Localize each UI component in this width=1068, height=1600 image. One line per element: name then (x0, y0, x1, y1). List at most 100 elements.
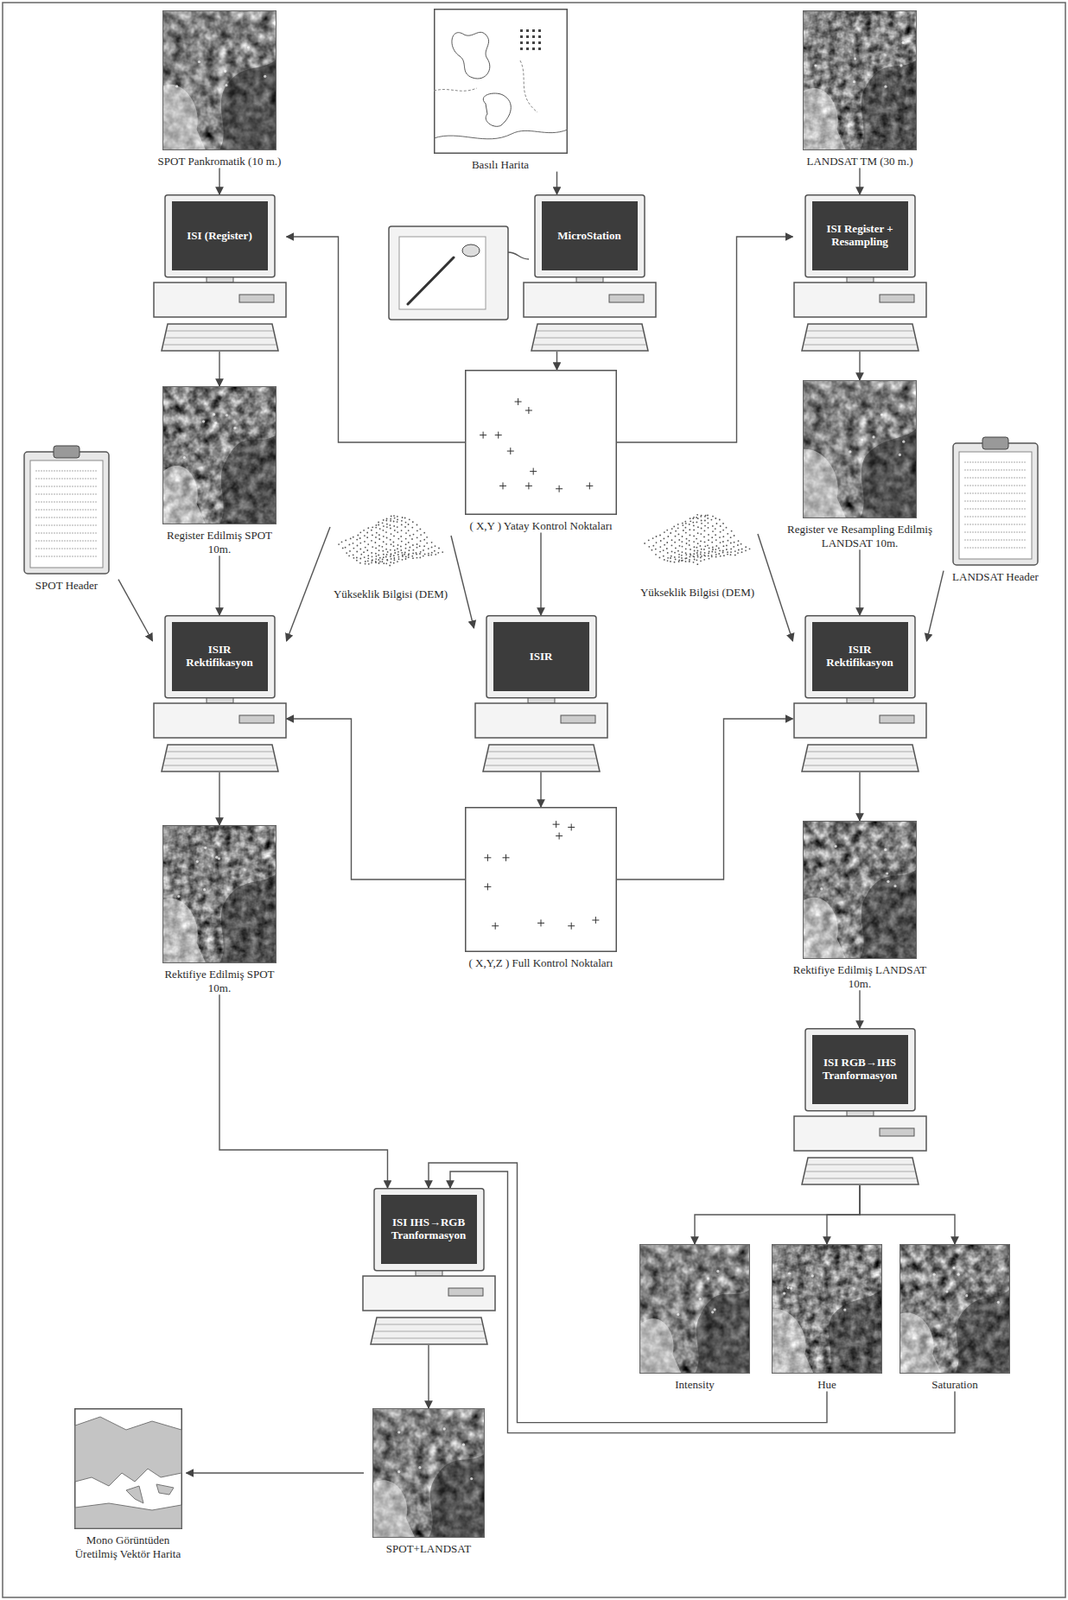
map-dot (532, 47, 535, 51)
elevation-point (367, 557, 369, 560)
elevation-point (400, 529, 403, 532)
map-dot (526, 29, 529, 32)
flow-arrow (616, 718, 794, 880)
elevation-point (377, 559, 380, 561)
monitor (805, 1029, 916, 1112)
image-spot (183, 456, 186, 459)
elevation-point (692, 556, 695, 559)
image-border (163, 387, 277, 525)
sea-area (162, 898, 206, 964)
elevation-point (722, 535, 725, 538)
header-clipboard-picture (952, 436, 1039, 566)
keyboard (531, 324, 649, 351)
elevation-point (704, 555, 706, 558)
elevation-point (677, 527, 680, 529)
image-spot (713, 1308, 717, 1311)
image-texture (771, 1244, 883, 1374)
satellite-image: Hue (766, 1244, 888, 1393)
elevation-point (685, 522, 687, 525)
tablet-cable (508, 252, 529, 260)
image-texture (802, 820, 917, 960)
header-line (964, 485, 1027, 487)
dem-point-cloud: Yükseklik Bilgisi (DEM) (636, 499, 758, 600)
caption: Yükseklik Bilgisi (DEM) (330, 587, 452, 602)
elevation-point (722, 552, 725, 554)
elevation-point (733, 534, 736, 537)
elevation-point (413, 534, 415, 536)
elevation-point (715, 545, 718, 547)
disk-drive (239, 715, 274, 724)
elevation-point (714, 548, 717, 551)
elevation-point (431, 552, 433, 554)
elevation-point (692, 529, 695, 532)
disk-drive (879, 715, 915, 724)
elevation-point (741, 551, 744, 554)
elevation-point (423, 532, 426, 534)
land-area (219, 434, 277, 525)
sea-area (899, 1312, 942, 1374)
elevation-point (688, 544, 691, 547)
image-texture (162, 386, 277, 525)
elevation-point (400, 540, 403, 543)
screen-label: ISI IHS→RGB Tranformasyon (383, 1216, 475, 1243)
elevation-point (696, 559, 699, 561)
elevation-point (712, 548, 714, 551)
elevation-point (681, 559, 684, 562)
elevation-point (389, 555, 392, 558)
caption: Mono Görüntüden Üretilmiş Vektör Harita (69, 1533, 187, 1561)
computer-case (523, 282, 656, 318)
flow-arrow (927, 571, 945, 642)
elevation-point (415, 553, 418, 556)
disk-drive (879, 294, 915, 303)
elevation-point (681, 524, 684, 527)
control-point-mark (525, 406, 533, 414)
elevation-point (719, 555, 722, 558)
elevation-point (378, 562, 381, 565)
elevation-point (375, 532, 378, 534)
image-spot (945, 1290, 948, 1294)
image-spot (202, 419, 205, 423)
control-point-mark (553, 820, 560, 828)
elevation-point (700, 522, 703, 525)
image-spot (997, 1301, 1000, 1304)
caption: Saturation (894, 1378, 1016, 1393)
flow-arrow (694, 1185, 860, 1245)
image-spot (470, 1477, 473, 1481)
elevation-point (393, 557, 395, 560)
image-border (640, 1245, 751, 1374)
image-spot (899, 63, 903, 67)
header-line (964, 516, 1027, 518)
elevation-point (370, 561, 373, 564)
elevation-point (678, 559, 681, 561)
caption: LANDSAT Header (943, 570, 1048, 585)
image-spot (443, 1427, 446, 1431)
image-texture (162, 10, 277, 151)
control-point-mark (483, 854, 491, 862)
caption: SPOT Header (14, 578, 119, 593)
elevation-point (693, 546, 696, 548)
elevation-point (677, 550, 680, 553)
map-dot (526, 47, 529, 51)
elevation-point (680, 554, 683, 557)
elevation-point (352, 542, 355, 545)
elevation-point (371, 559, 374, 561)
image-spot (223, 69, 227, 73)
screen-area: ISI RGB→IHS Tranformasyon (812, 1035, 909, 1105)
elevation-point (363, 556, 366, 559)
elevation-point (744, 549, 747, 552)
elevation-point (673, 541, 676, 544)
image-spot (820, 887, 823, 890)
header-line (35, 478, 98, 480)
elevation-point (648, 546, 650, 548)
dem-point-cloud-picture (638, 499, 757, 582)
elevation-point (427, 547, 430, 550)
elevation-point (693, 559, 696, 561)
elevation-point (714, 551, 717, 554)
elevation-point (722, 540, 725, 543)
clipboard-paper (30, 460, 103, 568)
caption: Rektifiye Edilmiş LANDSAT 10m. (790, 963, 929, 991)
elevation-point (407, 554, 410, 557)
image-spot (215, 856, 218, 859)
elevation-point (699, 515, 702, 518)
elevation-point (699, 557, 702, 560)
